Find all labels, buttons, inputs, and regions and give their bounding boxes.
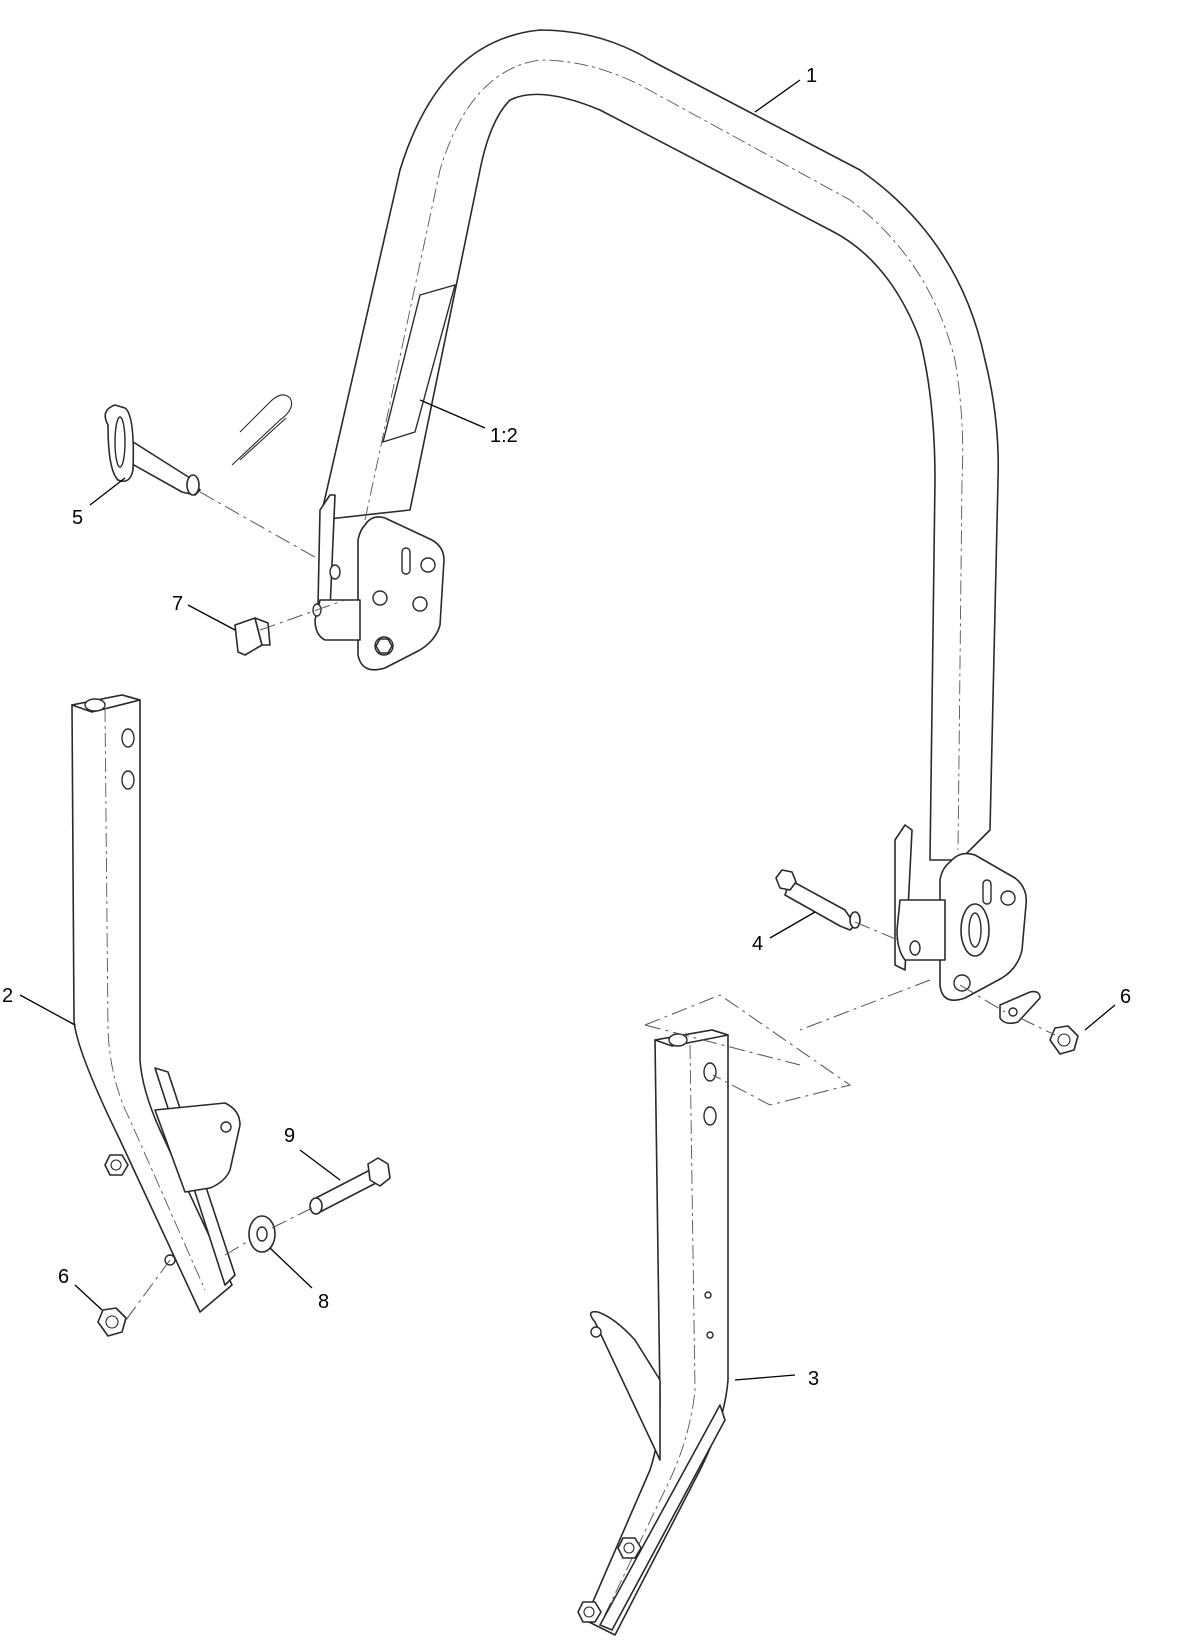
roll-bar (312, 29, 1028, 1001)
right-upright-nut-lower (577, 1601, 602, 1623)
left-pivot-bracket (357, 516, 445, 671)
callout-9: 9 (284, 1125, 295, 1147)
clevis-pin (775, 869, 861, 931)
left-mount-plate (317, 494, 336, 611)
hair-pin-clip (231, 394, 293, 466)
flange-nut-left (97, 1307, 127, 1337)
callout-3: 3 (808, 1368, 819, 1390)
hex-bolt (309, 1157, 391, 1215)
right-upright (577, 1029, 729, 1636)
left-upright (71, 694, 241, 1313)
assembly-centerlines (125, 491, 1056, 1321)
left-upright-nut (104, 1154, 129, 1176)
right-upright-nut-upper (617, 1537, 642, 1559)
cap-plug (234, 617, 271, 656)
hitch-pin (104, 404, 201, 496)
leader-lines (19, 79, 1116, 1381)
latch-plate (999, 990, 1041, 1025)
callout-8: 8 (318, 1291, 329, 1313)
right-upright-bracket (589, 1310, 661, 1461)
warning-decal (382, 283, 457, 444)
callout-1: 1 (806, 65, 817, 87)
callout-1-2: 1:2 (490, 425, 518, 447)
left-upright-bracket (154, 1102, 241, 1193)
flat-washer (248, 1215, 276, 1253)
callout-7: 7 (172, 593, 183, 615)
callout-4: 4 (752, 933, 763, 955)
callout-labels: 1 1:2 2 3 4 5 6 6 7 8 9 (2, 65, 1131, 1390)
callout-2: 2 (2, 985, 13, 1007)
flange-nut-right (1049, 1025, 1079, 1055)
callout-6-left: 6 (58, 1266, 69, 1288)
callout-5: 5 (72, 507, 83, 529)
callout-6-right: 6 (1120, 986, 1131, 1008)
